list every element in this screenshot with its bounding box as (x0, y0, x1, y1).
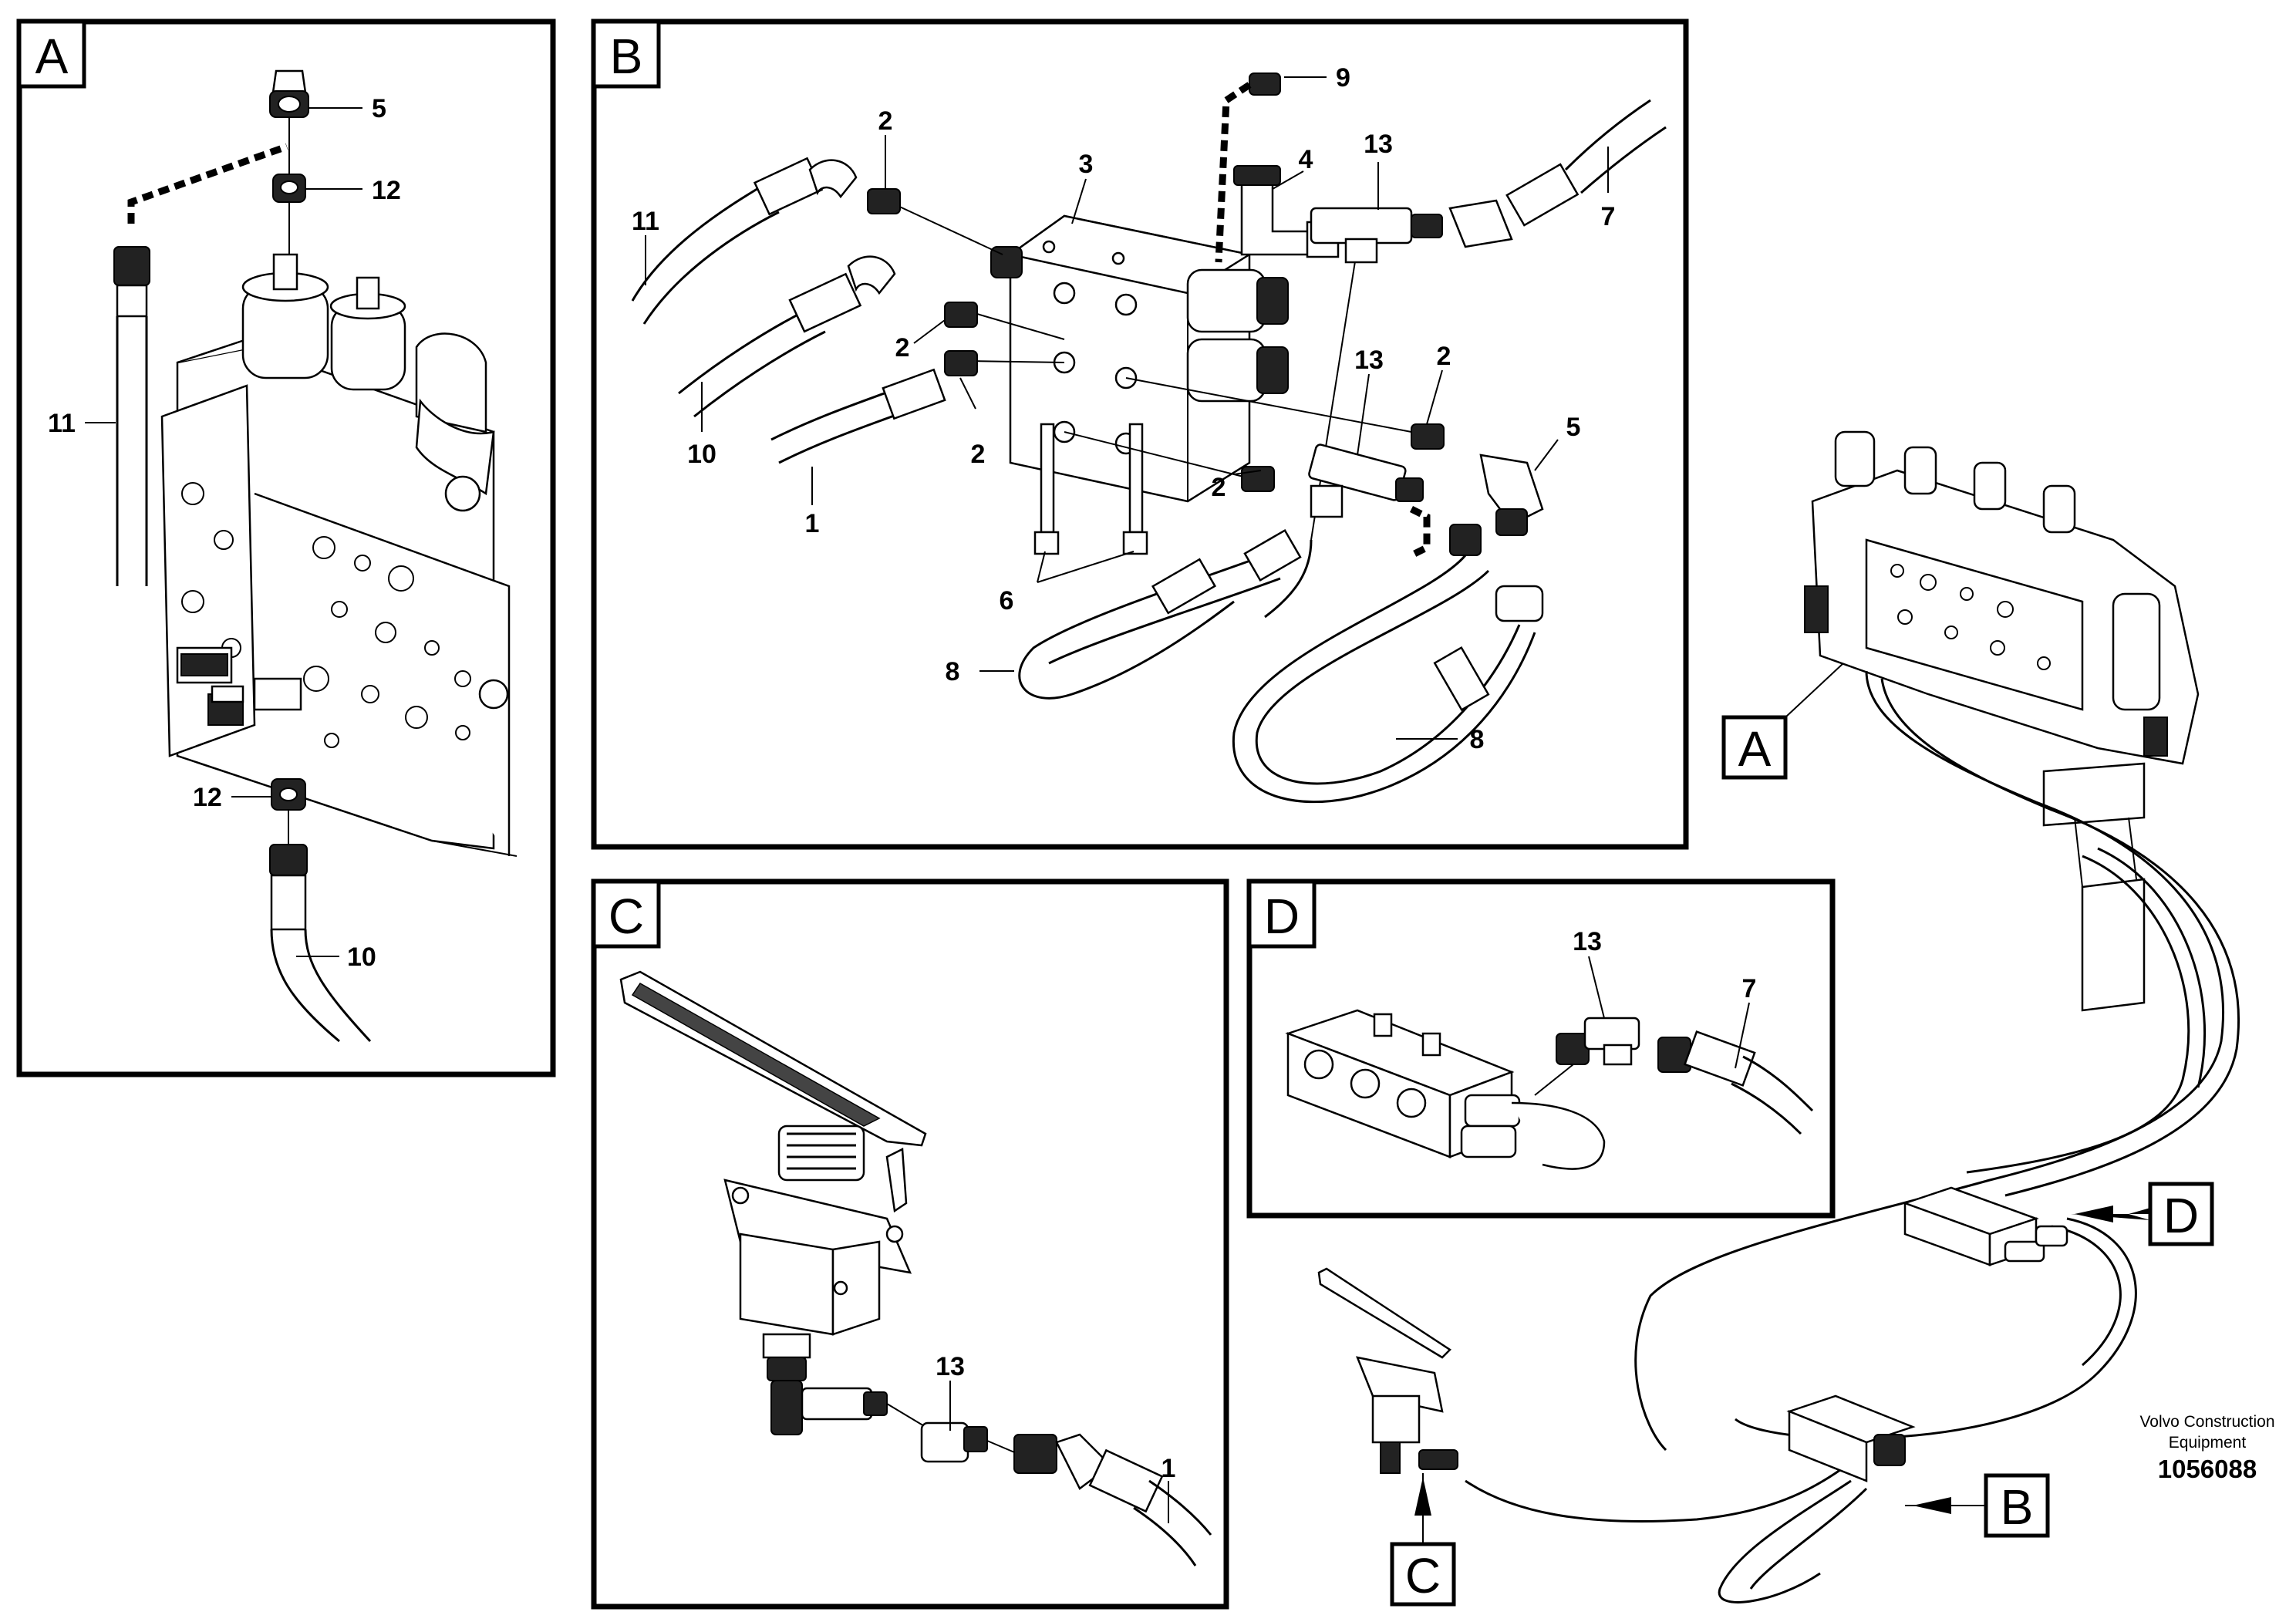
overview-hose-7 (1465, 1448, 1867, 1523)
dashed-link-5 (1409, 505, 1431, 559)
manifold-block-3 (990, 214, 1289, 555)
fitting-5-a (269, 69, 309, 118)
overview-tag-d: D (2071, 1182, 2214, 1246)
hose-1-c (1013, 1433, 1212, 1566)
label-b-7: 7 (1601, 202, 1616, 231)
label-d-7: 7 (1742, 974, 1757, 1003)
panel-b: B (591, 19, 1689, 850)
hose-10-b (678, 255, 896, 418)
overview-tag-a: A (1721, 663, 1844, 780)
svg-text:D: D (2163, 1188, 2199, 1243)
adapter-2-e (1411, 423, 1445, 450)
label-b-8-left: 8 (946, 657, 960, 686)
foot-pedal-valve (619, 970, 927, 1435)
label-a-11: 11 (48, 409, 76, 438)
overview-d-block (1902, 1186, 2068, 1266)
panel-d-tag-box (1247, 879, 1317, 949)
drawing-number: 1056088 (2158, 1455, 2257, 1483)
adapter-2-b (944, 302, 978, 328)
overview-hose-6 (2051, 1225, 2122, 1367)
dashed-link-9 (1215, 82, 1252, 263)
panel-a-tag: A (35, 29, 69, 84)
overview-tag-b: B (1905, 1473, 2050, 1538)
panel-d-frame (1246, 878, 1836, 1219)
label-a-10: 10 (347, 943, 376, 972)
credit-line-1: Volvo Construction (2139, 1413, 2274, 1431)
svg-text:B: B (2001, 1479, 2034, 1535)
panel-d: D 13 7 (1246, 878, 1836, 1219)
label-b-8-right: 8 (1470, 725, 1485, 754)
fitting-12-a-bottom (271, 778, 306, 848)
tee-13-d (1534, 1017, 1640, 1096)
overview-main-valve (1804, 430, 2200, 765)
panel-c-frame (591, 878, 1229, 1610)
label-b-2-low: 2 (971, 440, 986, 469)
label-b-2-mid: 2 (895, 333, 910, 363)
hose-1-b (770, 368, 946, 464)
panel-a: A (16, 19, 556, 1077)
publisher-credit: Volvo Construction Equipment 1056088 (2139, 1413, 2274, 1483)
label-a-12-bottom: 12 (193, 783, 222, 812)
hose-8-right (1232, 524, 1544, 804)
panel-a-tag-box (17, 19, 86, 89)
panel-b-tag: B (610, 29, 643, 84)
overview-hose-4 (2097, 847, 2207, 1088)
label-c-1: 1 (1161, 1454, 1176, 1483)
panel-b-frame (591, 19, 1689, 850)
elbow-5-b (1479, 454, 1544, 536)
label-b-3: 3 (1079, 150, 1094, 179)
label-b-13-lower: 13 (1354, 346, 1384, 375)
manifold-block-d (1285, 1009, 1606, 1170)
label-b-2-top: 2 (878, 106, 893, 136)
label-a-12-top: 12 (372, 176, 401, 205)
panel-d-tag: D (1264, 889, 1300, 944)
panel-c-tag: C (609, 889, 644, 944)
hose-7-d (1657, 1030, 1814, 1135)
hose-8-left (1018, 528, 1313, 700)
label-b-13-top: 13 (1364, 130, 1393, 159)
overview-b-manifold (1718, 1394, 1916, 1603)
panel-a-frame (16, 19, 556, 1077)
adapter-2-c (944, 350, 978, 376)
label-a-5: 5 (372, 94, 386, 123)
credit-line-2: Equipment (2169, 1434, 2247, 1452)
hose-7-b (1448, 99, 1667, 248)
label-b-4: 4 (1299, 145, 1313, 174)
label-b-2-bottom: 2 (1212, 473, 1226, 502)
hose-11-b (631, 157, 858, 325)
overview-hose-2 (1880, 678, 2240, 1197)
hose-10-a (269, 844, 372, 1043)
label-b-5: 5 (1566, 413, 1581, 442)
panel-b-tag-box (592, 19, 661, 89)
overview-pedal (1317, 1267, 1458, 1474)
tee-13-c (801, 1387, 1019, 1463)
overview-tag-c: C (1390, 1473, 1456, 1607)
label-b-6: 6 (1000, 586, 1014, 615)
fitting-12-a-top (272, 117, 306, 255)
overview-hose-3 (1966, 855, 2190, 1174)
label-b-10: 10 (687, 440, 716, 469)
label-b-9: 9 (1336, 63, 1350, 93)
label-c-13: 13 (936, 1352, 965, 1381)
tee-13-upper (1310, 207, 1443, 264)
plug-9 (1249, 73, 1281, 96)
label-b-1: 1 (805, 509, 820, 538)
machine-overview: A D B C (1317, 430, 2240, 1607)
control-valve-block-a (160, 253, 518, 857)
svg-text:A: A (1738, 721, 1772, 777)
hose-11-dashed-link (127, 143, 288, 224)
panel-c: C (591, 878, 1229, 1610)
panel-c-tag-box (592, 879, 661, 949)
svg-text:C: C (1405, 1548, 1441, 1603)
adapter-2-a (867, 188, 901, 214)
hose-11 (113, 246, 150, 586)
overview-hose-5 (1735, 1217, 2137, 1440)
label-b-2-right: 2 (1437, 342, 1451, 371)
tee-13-lower (1308, 443, 1424, 518)
label-d-13: 13 (1573, 927, 1602, 956)
label-b-11: 11 (632, 207, 659, 236)
